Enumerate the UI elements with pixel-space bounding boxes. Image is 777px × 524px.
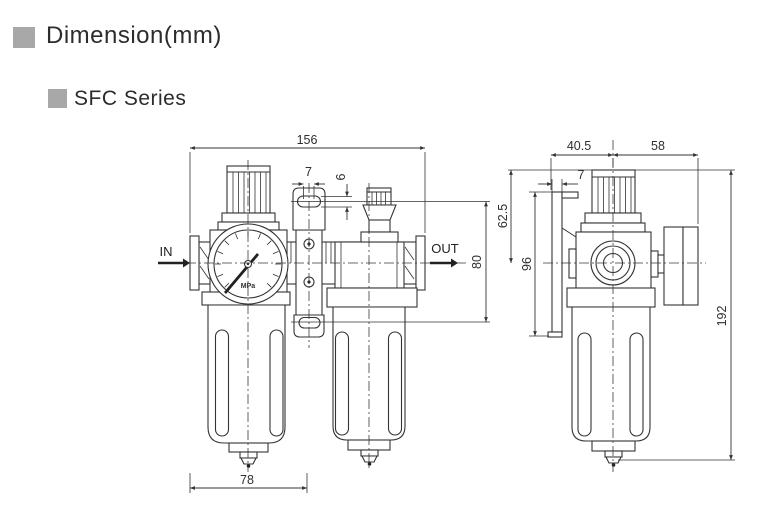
- dim-slot-width-label: 7: [305, 165, 312, 179]
- dim-overall-height: 192: [618, 169, 735, 461]
- dim-mounting-pitch: 80: [291, 201, 490, 323]
- lubricator-bowl: [326, 287, 418, 466]
- regulator-knob: [226, 165, 271, 214]
- side-drain-valve: [591, 440, 636, 467]
- dim-bracket-thickness-label: 7: [578, 168, 585, 182]
- lubricator-unit: [334, 187, 405, 289]
- front-view-drawing: MPa: [158, 133, 490, 493]
- dim-bracket-height: 96: [520, 191, 552, 337]
- side-filter-bowl: [566, 287, 656, 467]
- side-bowl-flange: [566, 287, 656, 308]
- subsection-bullet-icon: [48, 89, 67, 108]
- bracket-foot-slot: [298, 316, 321, 329]
- dim-slot-height: 6: [321, 173, 352, 220]
- side-centerlines: [543, 140, 706, 472]
- in-label: IN: [160, 244, 173, 259]
- side-regulator-knob: [591, 169, 636, 214]
- series-title: SFC Series: [74, 87, 187, 110]
- dim-top-to-center-label: 62.5: [496, 204, 510, 228]
- filter-bowl: [201, 291, 291, 468]
- gauge-tick-marks: [215, 231, 281, 288]
- dim-slot-height-label: 6: [334, 173, 348, 180]
- page-title: Dimension(mm): [46, 22, 222, 49]
- dim-overall-height-label: 192: [715, 306, 729, 327]
- in-port-arrow: IN: [158, 244, 190, 268]
- dim-slot-width: 7: [292, 165, 325, 199]
- dim-body-width: 78: [189, 473, 308, 493]
- out-port-arrow: OUT: [430, 241, 459, 268]
- lubricator-body: [334, 241, 405, 289]
- side-regulator: [568, 169, 652, 291]
- lubricator-bowl-flange: [326, 287, 418, 308]
- oil-fill-plug: [360, 187, 399, 243]
- out-label: OUT: [431, 241, 459, 256]
- dim-overall-width: 156: [189, 133, 426, 233]
- dim-bracket-height-label: 96: [520, 257, 534, 271]
- dim-depth-left-label: 40.5: [567, 139, 591, 153]
- filter-drain-valve: [228, 442, 269, 468]
- side-bracket-plate: [547, 191, 579, 338]
- dim-body-width-label: 78: [240, 473, 254, 487]
- dim-bracket-thickness: 7: [538, 168, 585, 192]
- dim-mounting-pitch-label: 80: [470, 255, 484, 269]
- side-view-drawing: 40.5 58 7 62.5: [496, 139, 735, 472]
- dim-depth-right: 58: [613, 139, 698, 157]
- section-bullet-icon: [13, 27, 35, 48]
- dim-depth-right-label: 58: [651, 139, 665, 153]
- dim-top-to-center: 62.5: [496, 169, 592, 264]
- front-centerlines: [186, 160, 468, 472]
- side-gauge: [650, 226, 699, 306]
- dim-overall-width-label: 156: [297, 133, 318, 147]
